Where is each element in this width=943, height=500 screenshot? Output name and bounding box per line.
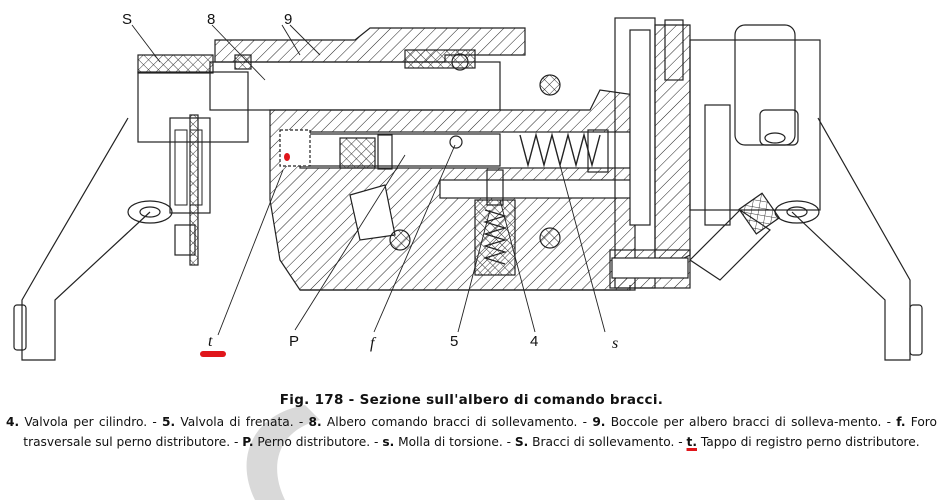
legend-item: P. Perno distributore. - [242, 435, 383, 449]
callout-f: f [370, 335, 375, 352]
callout-8: 8 [207, 11, 216, 28]
callout-5: 5 [450, 333, 459, 350]
cross-section-drawing [13, 17, 923, 361]
callout-P: P [289, 333, 300, 350]
legend-item: 9. Boccole per albero bracci di solleva-… [592, 415, 897, 429]
legend-item: s. Molla di torsione. - [382, 435, 515, 449]
right-lift-arm [774, 117, 923, 361]
left-lift-arm [13, 117, 173, 361]
callout-t: t [208, 333, 213, 350]
callout-4: 4 [530, 333, 539, 350]
figure-legend: 4. Valvola per cilindro. - 5. Valvola di… [0, 412, 943, 452]
legend-item: f. Foro trasversale sul perno distributo… [23, 415, 938, 449]
callout-S: S [122, 11, 133, 28]
legend-item: 5. Valvola di frenata. - [162, 415, 309, 429]
legend-item: 8. Albero comando bracci di sollevamento… [308, 415, 593, 429]
callout-9: 9 [284, 11, 293, 28]
legend-item: S. Bracci di sollevamento. - [514, 435, 687, 449]
legend-item: t. Tappo di registro perno distributore. [686, 435, 920, 449]
watermark-arc [246, 405, 320, 500]
red-highlight-mark [200, 351, 226, 357]
callout-s: s [612, 335, 619, 352]
legend-item: 4. Valvola per cilindro. - [6, 415, 162, 429]
figure-caption: Fig. 178 - Sezione sull'albero di comand… [0, 392, 943, 452]
figure-title: Fig. 178 - Sezione sull'albero di comand… [279, 392, 664, 408]
